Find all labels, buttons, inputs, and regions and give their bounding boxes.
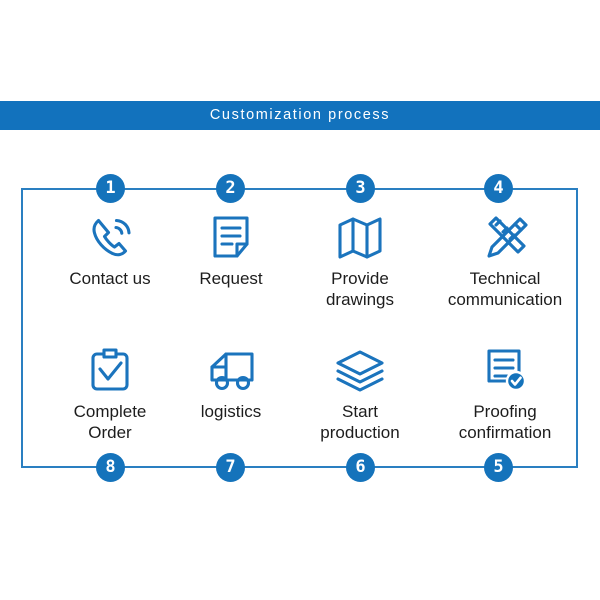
step-label: Contact us — [69, 269, 151, 288]
folded-map-icon — [297, 212, 423, 264]
step-label: Proofing confirmation — [458, 402, 552, 442]
step-label: Complete Order — [73, 402, 147, 442]
step-proofing-confirmation[interactable]: Proofing confirmation — [432, 345, 578, 443]
step-badge-5[interactable]: 5 — [484, 453, 513, 482]
step-logistics[interactable]: logistics — [172, 345, 290, 422]
step-complete-order[interactable]: Complete Order — [47, 345, 173, 443]
step-badge-4[interactable]: 4 — [484, 174, 513, 203]
step-badge-2[interactable]: 2 — [216, 174, 245, 203]
step-technical-communication[interactable]: Technical communication — [432, 212, 578, 310]
step-label: Start production — [320, 402, 400, 442]
layers-stack-icon — [297, 345, 423, 397]
step-provide-drawings[interactable]: Provide drawings — [297, 212, 423, 310]
banner: Customization process — [0, 101, 600, 130]
step-badge-1[interactable]: 1 — [96, 174, 125, 203]
pencil-ruler-icon — [432, 212, 578, 264]
clipboard-check-icon — [47, 345, 173, 397]
step-label: Request — [199, 269, 263, 288]
phone-ring-icon — [47, 212, 173, 264]
step-request[interactable]: Request — [172, 212, 290, 289]
step-contact-us[interactable]: Contact us — [47, 212, 173, 289]
step-badge-8[interactable]: 8 — [96, 453, 125, 482]
step-badge-7[interactable]: 7 — [216, 453, 245, 482]
step-start-production[interactable]: Start production — [297, 345, 423, 443]
banner-title: Customization process — [209, 107, 391, 124]
step-label: Provide drawings — [325, 269, 395, 309]
checklist-verified-icon — [432, 345, 578, 397]
document-note-icon — [172, 212, 290, 264]
step-label: logistics — [200, 402, 262, 421]
delivery-truck-icon — [172, 345, 290, 397]
process-frame — [21, 188, 578, 468]
step-label: Technical communication — [447, 269, 563, 309]
step-badge-6[interactable]: 6 — [346, 453, 375, 482]
step-badge-3[interactable]: 3 — [346, 174, 375, 203]
